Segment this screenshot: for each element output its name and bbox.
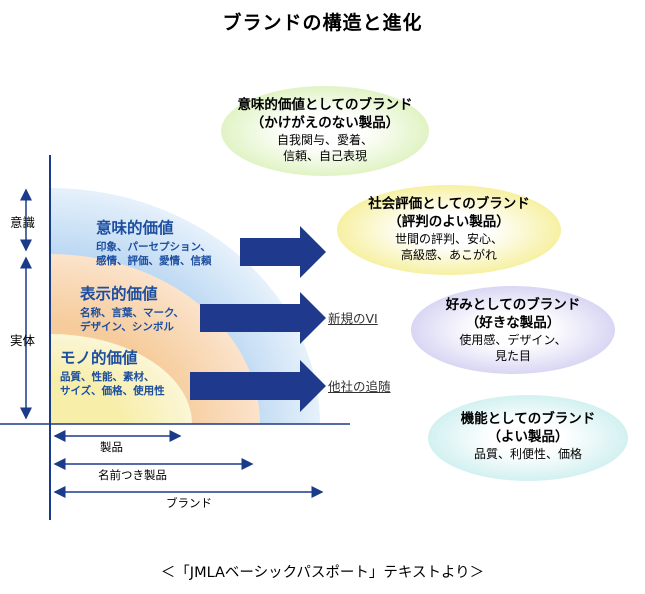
band-meaning-line2: 感情、評価、愛情、信頼 <box>96 255 212 267</box>
bubble-preference-line2: 見た目 <box>494 349 531 363</box>
bubble-social-line1: 世間の評判、安心、 <box>394 232 503 246</box>
bubble-function-shape <box>428 395 628 481</box>
bubble-social-line2: 高級感、あこがれ <box>400 248 497 262</box>
band-physical: モノ的価値 品質、性能、素材、 サイズ、価格、使用性 <box>60 346 165 398</box>
band-physical-line1: 品質、性能、素材、 <box>60 371 155 383</box>
label-new-vi: 新規のVI <box>328 311 378 326</box>
x-label-named-product: 名前つき製品 <box>98 468 167 482</box>
bubble-preference-subtitle: （好きな製品） <box>465 315 561 331</box>
y-label-consciousness: 意識 <box>10 215 36 230</box>
bubble-meaning-line1: 自我関与、愛着、 <box>276 133 373 147</box>
x-label-product: 製品 <box>100 440 123 454</box>
bubble-preference: 好みとしてのブランド （好きな製品） 使用感、デザイン、 見た目 <box>411 296 615 364</box>
label-follow: 他社の追随 <box>328 379 391 394</box>
bubble-meaning: 意味的価値としてのブランド （かけがえのない製品） 自我関与、愛着、 信頼、自己… <box>221 96 429 164</box>
bubble-function: 機能としてのブランド （よい製品） 品質、利便性、価格 <box>428 410 628 462</box>
y-label-substance: 実体 <box>10 333 36 348</box>
bubble-meaning-shape <box>221 86 429 176</box>
bubble-meaning-subtitle: （かけがえのない製品） <box>250 115 400 131</box>
band-physical-title: モノ的価値 <box>60 349 138 367</box>
source-caption: ＜「JMLAベーシックパスポート」テキストより＞ <box>160 565 485 581</box>
arrow-physical <box>190 360 326 412</box>
bubble-function-subtitle: （よい製品） <box>487 429 569 445</box>
band-meaning: 意味的価値 印象、パーセプション、 感情、評価、愛情、信頼 <box>96 216 212 268</box>
band-display: 表示的価値 名称、言葉、マーク、 デザイン、シンボル <box>80 282 184 334</box>
x-label-brand: ブランド <box>166 496 212 510</box>
band-meaning-title: 意味的価値 <box>96 219 174 237</box>
bubble-social-subtitle: （評判のよい製品） <box>388 214 510 230</box>
bubble-meaning-title: 意味的価値としてのブランド <box>237 97 413 113</box>
band-display-line2: デザイン、シンボル <box>80 321 174 333</box>
bubble-function-title: 機能としてのブランド <box>460 411 596 427</box>
bubble-preference-title: 好みとしてのブランド <box>445 297 581 313</box>
band-meaning-line1: 印象、パーセプション、 <box>96 241 211 253</box>
bubble-function-line1: 品質、利便性、価格 <box>473 447 582 461</box>
bubble-social: 社会評価としてのブランド （評判のよい製品） 世間の評判、安心、 高級感、あこが… <box>337 195 561 263</box>
bubble-meaning-line2: 信頼、自己表現 <box>282 149 367 163</box>
band-display-line1: 名称、言葉、マーク、 <box>80 307 185 319</box>
diagram-title: ブランドの構造と進化 <box>222 12 423 34</box>
bubble-social-shape <box>337 185 561 275</box>
arrow-display <box>200 292 326 344</box>
band-display-title: 表示的価値 <box>80 285 158 303</box>
bubble-preference-shape <box>411 286 615 374</box>
band-physical-area <box>50 334 192 424</box>
bubble-preference-line1: 使用感、デザイン、 <box>459 333 567 347</box>
bubble-social-title: 社会評価としてのブランド <box>368 196 530 212</box>
band-physical-line2: サイズ、価格、使用性 <box>60 385 165 397</box>
arrow-meaning <box>240 226 326 278</box>
